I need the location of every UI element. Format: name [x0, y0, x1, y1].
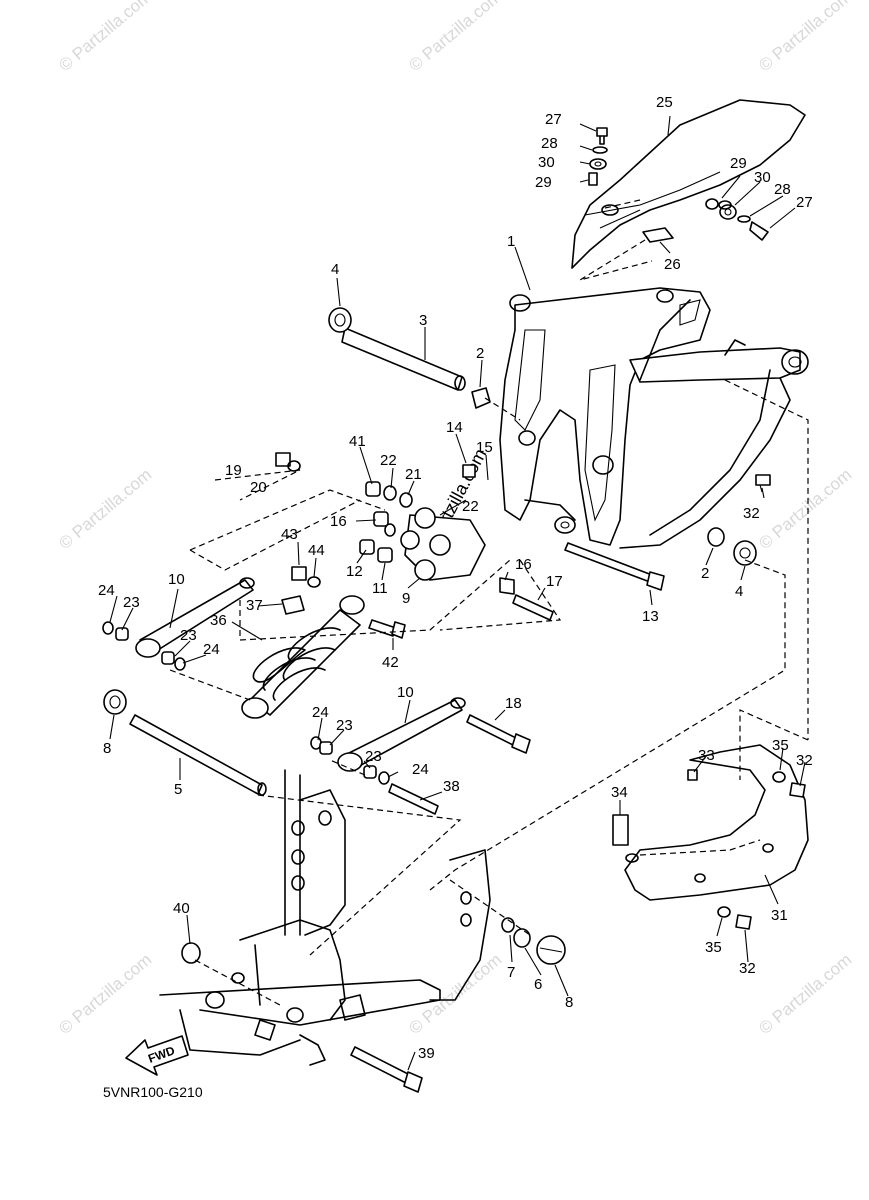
chain-guard-hardware	[588, 127, 769, 243]
callout-35: 35	[772, 737, 789, 754]
callout-22: 22	[380, 452, 397, 469]
callout-28: 28	[774, 181, 791, 198]
watermark: © Partzilla.com	[755, 950, 855, 1038]
callout-10: 10	[168, 571, 185, 588]
callout-24: 24	[412, 761, 429, 778]
callout-4: 4	[331, 261, 339, 278]
watermark: © Partzilla.com	[55, 465, 155, 553]
watermark: © Partzilla.com	[55, 0, 155, 75]
callout-16: 16	[330, 513, 347, 530]
watermark: © Partzilla.com	[405, 950, 505, 1038]
callout-29: 29	[535, 174, 552, 191]
callout-5: 5	[174, 781, 182, 798]
lower-shaft	[103, 689, 267, 796]
callout-6: 6	[534, 976, 542, 993]
callout-42: 42	[382, 654, 399, 671]
bolt-13	[564, 474, 771, 591]
callout-20: 20	[250, 479, 267, 496]
callout-24: 24	[203, 641, 220, 658]
fwd-arrow: FWD	[125, 1035, 189, 1076]
callout-30: 30	[538, 154, 555, 171]
callout-24: 24	[98, 582, 115, 599]
assembly-lines	[169, 199, 809, 1006]
callout-26: 26	[664, 256, 681, 273]
callout-27: 27	[796, 194, 813, 211]
callout-17: 17	[546, 573, 563, 590]
callout-2: 2	[701, 565, 709, 582]
connecting-rod-lower	[310, 697, 531, 815]
callout-41: 41	[349, 433, 366, 450]
rear-shock-absorber	[241, 595, 406, 719]
callout-33: 33	[698, 747, 715, 764]
callout-36: 36	[210, 612, 227, 629]
connecting-rod-upper	[102, 577, 255, 671]
watermark: © Partzilla.com	[55, 950, 155, 1038]
callout-32: 32	[739, 960, 756, 977]
callout-11: 11	[372, 580, 388, 597]
callout-4: 4	[735, 583, 743, 600]
callout-40: 40	[173, 900, 190, 917]
watermark: © Partzilla.com	[755, 0, 855, 75]
callout-2: 2	[476, 345, 484, 362]
callout-37: 37	[246, 597, 263, 614]
callout-32: 32	[743, 505, 760, 522]
callout-39: 39	[418, 1045, 435, 1062]
callout-8: 8	[103, 740, 111, 757]
pivot-shaft	[328, 307, 491, 409]
callout-9: 9	[402, 590, 410, 607]
callout-8: 8	[565, 994, 573, 1011]
callout-19: 19	[225, 462, 242, 479]
callout-23: 23	[336, 717, 353, 734]
callout-38: 38	[443, 778, 460, 795]
callout-22: 22	[462, 498, 479, 515]
callout-31: 31	[771, 907, 788, 924]
callout-1: 1	[507, 233, 515, 250]
callout-44: 44	[308, 542, 325, 559]
callout-25: 25	[656, 94, 673, 111]
callout-32: 32	[796, 752, 813, 769]
diagram-code: 5VNR100-G210	[103, 1084, 203, 1100]
callouts: 1 2 2 3 4 4 5 6 7 8 8 9 10 10 11 12 13 1…	[98, 94, 813, 1062]
callout-21: 21	[405, 466, 422, 483]
callout-3: 3	[419, 312, 427, 329]
callout-23: 23	[123, 594, 140, 611]
callout-23: 23	[365, 748, 382, 765]
callout-7: 7	[507, 964, 515, 981]
callout-13: 13	[642, 608, 659, 625]
callout-24: 24	[312, 704, 329, 721]
callout-34: 34	[611, 784, 628, 801]
callout-30: 30	[754, 169, 771, 186]
callout-27: 27	[545, 111, 562, 128]
frame-hardware	[181, 917, 566, 1093]
callout-16: 16	[515, 556, 532, 573]
callout-43: 43	[281, 526, 298, 543]
leader-lines	[109, 115, 806, 1071]
callout-28: 28	[541, 135, 558, 152]
rear-arm	[499, 287, 809, 549]
callout-35: 35	[705, 939, 722, 956]
callout-18: 18	[505, 695, 522, 712]
callout-10: 10	[397, 684, 414, 701]
callout-29: 29	[730, 155, 747, 172]
callout-14: 14	[446, 419, 463, 436]
frame	[159, 769, 491, 1066]
callout-23: 23	[180, 627, 197, 644]
callout-15: 15	[476, 439, 493, 456]
watermark: © Partzilla.com	[405, 0, 505, 75]
rear-arm-cover	[612, 744, 809, 930]
callout-12: 12	[346, 563, 363, 580]
chain-guard	[571, 99, 806, 269]
